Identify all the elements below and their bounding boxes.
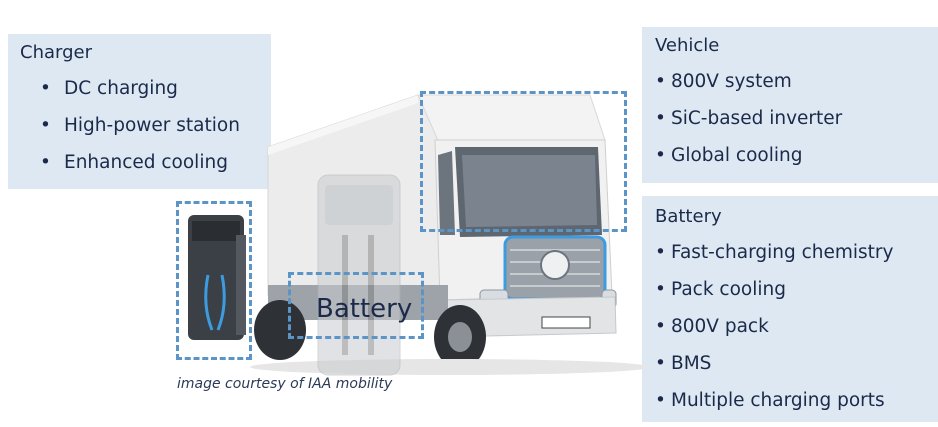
vehicle-title: Vehicle: [655, 35, 720, 56]
vehicle-panel: Vehicle •800V system •SiC-based inverter…: [642, 27, 938, 183]
charger-highlight-box: [176, 201, 252, 360]
charger-panel: Charger •DC charging •High-power station…: [8, 34, 271, 189]
battery-panel: Battery •Fast-charging chemistry •Pack c…: [642, 196, 938, 422]
battery-label: Battery: [316, 294, 413, 324]
vehicle-list: •800V system •SiC-based inverter •Global…: [655, 71, 842, 182]
vehicle-item: •SiC-based inverter: [655, 108, 843, 129]
battery-item: •Multiple charging ports: [655, 390, 885, 411]
charger-item: •DC charging: [40, 78, 178, 99]
vehicle-item: •800V system: [655, 71, 792, 92]
battery-item: •800V pack: [655, 316, 769, 337]
truck-illustration: [188, 94, 650, 376]
battery-item: •Fast-charging chemistry: [655, 242, 894, 263]
vehicle-item: •Global cooling: [655, 145, 803, 166]
battery-highlight-box: [288, 272, 424, 339]
battery-title: Battery: [655, 206, 722, 227]
charging-station-illustration: [188, 215, 246, 340]
battery-item: •Pack cooling: [655, 279, 786, 300]
charger-title: Charger: [20, 42, 92, 63]
charger-list: •DC charging •High-power station •Enhanc…: [40, 78, 240, 189]
battery-list: •Fast-charging chemistry •Pack cooling •…: [655, 242, 893, 427]
vehicle-highlight-box: [420, 91, 627, 232]
image-caption: image courtesy of IAA mobility: [177, 376, 393, 392]
charging-station-illustration: [317, 174, 401, 376]
charger-item: •High-power station: [40, 115, 240, 136]
charger-item: •Enhanced cooling: [40, 152, 228, 173]
battery-item: •BMS: [655, 353, 712, 374]
